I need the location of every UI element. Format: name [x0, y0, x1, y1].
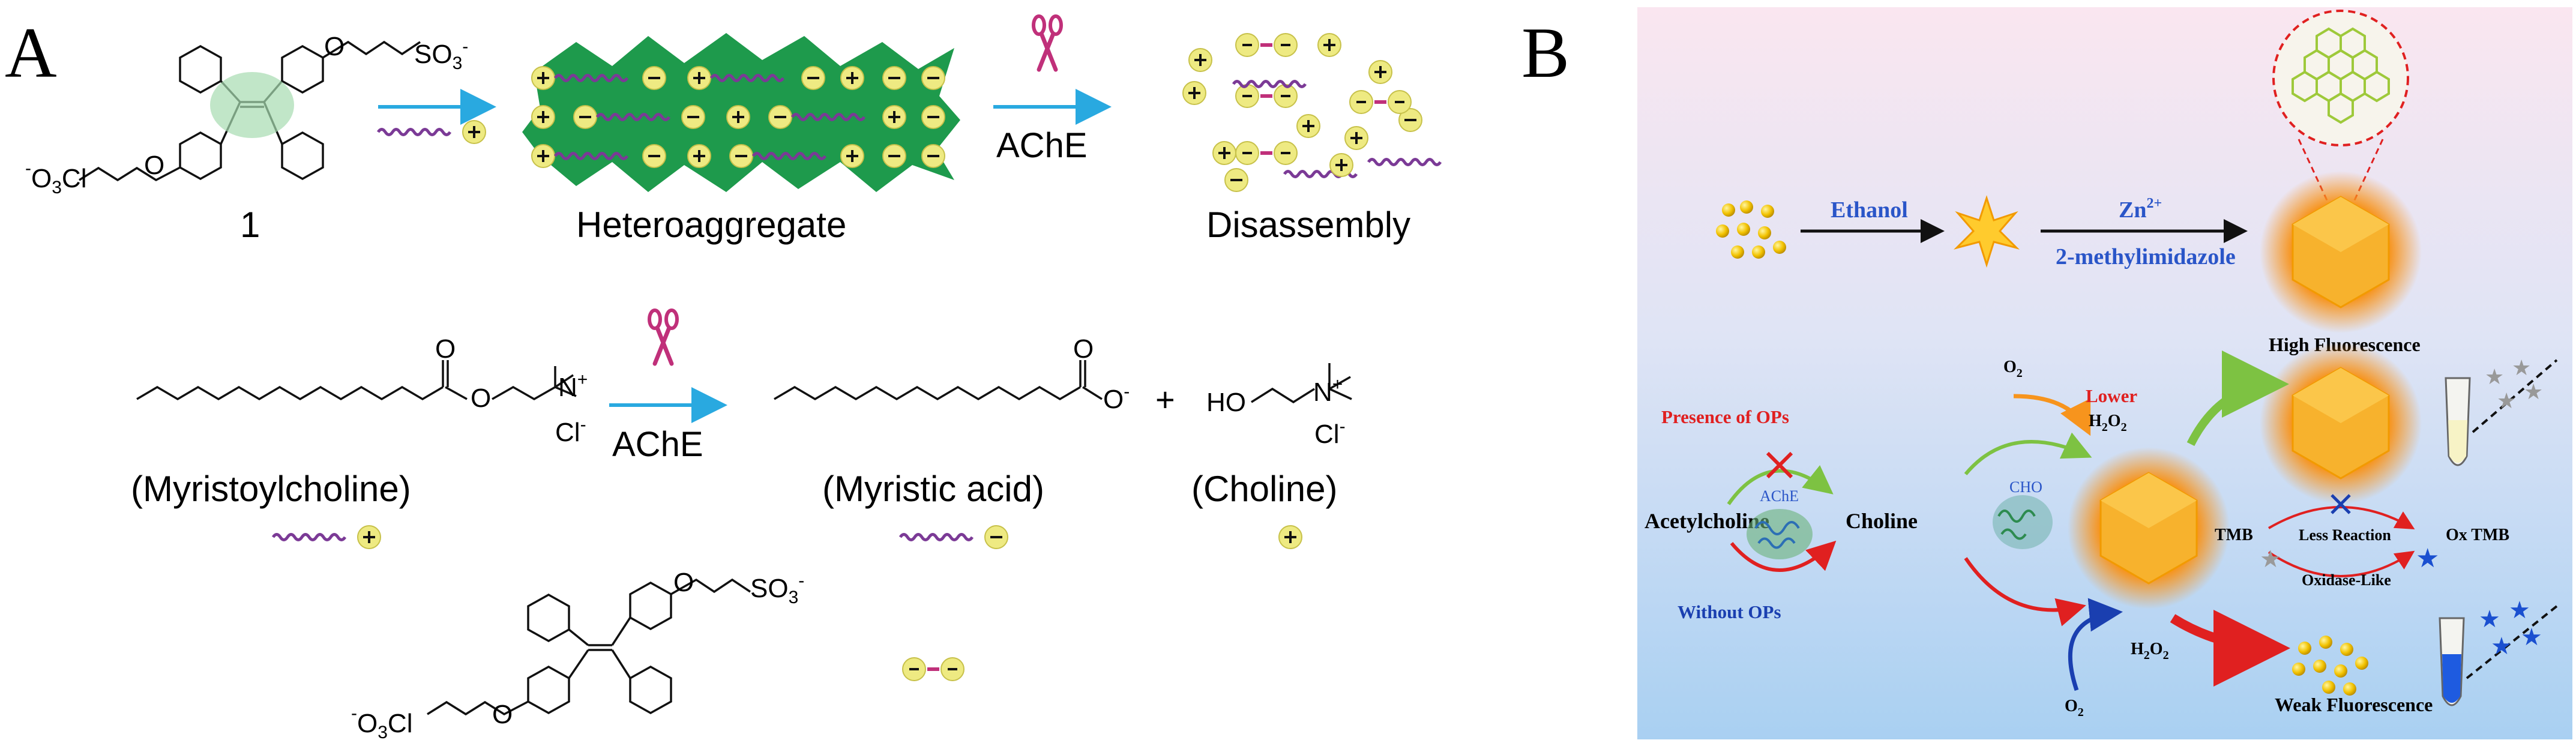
svg-text:★: ★ [2497, 388, 2516, 413]
sulfonate-label-top: SO3- [414, 37, 468, 73]
oxygen-label-bottom-right: O [673, 568, 694, 597]
ox-tmb-label: Ox TMB [2446, 526, 2509, 544]
ache-protein-icon [1747, 509, 1813, 559]
chloride-label: Cl- [555, 415, 586, 447]
myristoylcholine-structure [136, 360, 577, 401]
oxygen-label-top: O [324, 32, 345, 61]
myristic-acid-label: (Myristic acid) [822, 469, 1044, 509]
ache-label-top: AChE [996, 126, 1088, 165]
disassembly-icon [1182, 34, 1440, 193]
myristic-acid-structure [774, 360, 1103, 401]
oxygen-label-left: O [144, 151, 164, 180]
compound-1-label: 1 [240, 205, 260, 245]
ester-o2-label: O [471, 384, 491, 413]
myristic-acid-legend-minus-icon [984, 525, 1009, 550]
choline-plus-bead-icon [462, 119, 487, 145]
svg-text:★: ★ [2479, 606, 2500, 633]
ho-label: HO [1206, 388, 1246, 417]
mof-crystal-top-icon [2259, 170, 2423, 334]
tmb-star-icon: ★ [2260, 546, 2281, 573]
carboxylate-label: O- [1103, 382, 1130, 414]
myristoylcholine-label: (Myristoylcholine) [131, 469, 411, 509]
tpe-core-glow [210, 72, 294, 138]
tmb-cycle-arrows [2268, 494, 2415, 577]
presence-ops-label: Presence of OPs [1661, 406, 1789, 427]
myristoylcholine-legend-icon [273, 535, 345, 540]
choline-cl-label: Cl- [1314, 417, 1346, 449]
lower-label: Lower [2086, 385, 2137, 406]
ache-label-bottom: AChE [612, 425, 703, 464]
choline-b-label: Choline [1846, 509, 1918, 533]
heteroaggregate-label: Heteroaggregate [576, 205, 846, 245]
panel-b-background [1637, 7, 2572, 739]
cuvette-weak-icon: ★★ ★★ [2439, 597, 2558, 706]
tpe-structure-bottom [427, 578, 751, 716]
tmb-label: TMB [2215, 526, 2253, 544]
oxidase-like-label: Oxidase-Like [2302, 571, 2391, 589]
sulfonate-label-bottom-right: SO3- [750, 571, 804, 607]
tpe-dumbbell-legend-icon [903, 658, 964, 681]
svg-text:★: ★ [2512, 355, 2531, 380]
h2o2-bottom-label: H2O2 [2131, 640, 2169, 662]
ache-b-label: AChE [1760, 487, 1799, 505]
myristoylcholine-legend-plus-icon [357, 525, 382, 550]
choline-label: (Choline) [1191, 469, 1337, 509]
weak-fluorescence-label: Weak Fluorescence [2275, 694, 2433, 715]
svg-text:★: ★ [2485, 364, 2504, 389]
panel-a-letter: A [5, 13, 57, 92]
o2-bottom-label: O2 [2065, 697, 2084, 719]
heteroaggregate-icon [522, 33, 960, 192]
svg-text:★: ★ [2524, 379, 2543, 404]
ester-o-label: O [435, 334, 456, 364]
myristoylcholine-icon [378, 130, 450, 135]
mof-crystal-mid-icon [2259, 341, 2423, 505]
mof-framework-zoom-icon [2272, 10, 2409, 205]
svg-text:★: ★ [2509, 597, 2530, 624]
cho-protein-icon [1993, 495, 2053, 549]
panel-b-letter: B [1521, 13, 1569, 92]
plus-sign-reaction: + [1155, 381, 1175, 418]
methylimidazole-label: 2-methylimidazole [2056, 244, 2236, 269]
mof-crystal-center-icon [2066, 446, 2231, 610]
choline-n-label: N+ [1313, 375, 1343, 407]
svg-text:★: ★ [2521, 624, 2542, 651]
cho-label: CHO [2009, 478, 2042, 496]
ethanol-label: Ethanol [1831, 197, 1908, 223]
myristic-acid-legend-icon [900, 535, 972, 540]
zn-label: Zn2+ [2119, 196, 2162, 223]
ache-cycle-arrows [1727, 451, 1837, 572]
sulfonate-label-left: -O3Cl [25, 158, 86, 197]
carboxyl-o-label: O [1073, 334, 1094, 364]
disassembly-label: Disassembly [1206, 205, 1410, 245]
choline-legend-plus-icon [1278, 525, 1303, 550]
svg-text:★: ★ [2491, 633, 2512, 660]
without-ops-label: Without OPs [1678, 601, 1781, 622]
n-plus-label: N+ [558, 370, 588, 402]
choline-structure [1251, 363, 1352, 404]
cho-cycle-arrows [1964, 350, 2290, 691]
sulfonate-label-bottom-left: -O3Cl [351, 703, 412, 742]
cuvette-high-icon: ★★ ★★ [2445, 355, 2558, 466]
less-reaction-label: Less Reaction [2299, 526, 2391, 544]
ox-tmb-star-icon: ★ [2416, 544, 2439, 573]
scissors-icon [1034, 16, 1061, 70]
h2o2-top-label: H2O2 [2089, 412, 2127, 434]
o2-top-label: O2 [2003, 358, 2023, 380]
scissors-icon-bottom [649, 310, 677, 364]
oxygen-label-bottom-left: O [492, 700, 513, 729]
